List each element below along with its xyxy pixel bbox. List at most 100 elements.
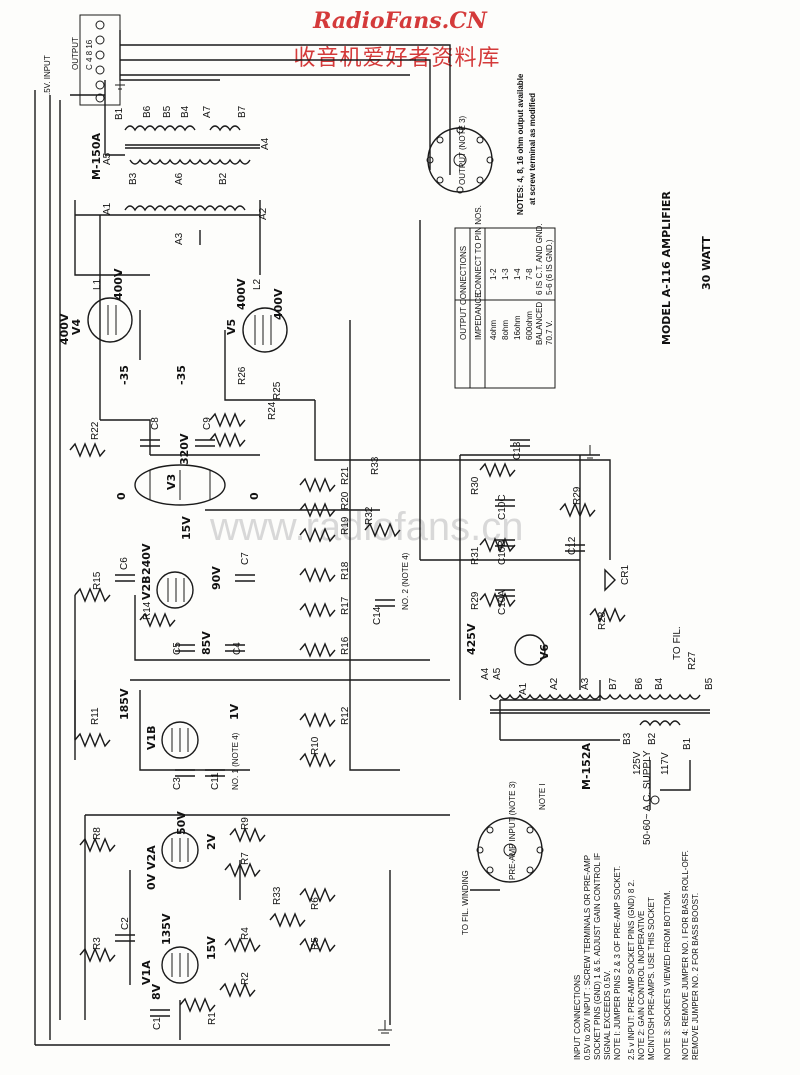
tube-v2b: V2B 240V 90V 85V bbox=[140, 543, 223, 655]
table-cell: 70.7 V. bbox=[545, 320, 554, 345]
svg-text:185V: 185V bbox=[118, 688, 131, 720]
svg-text:425V: 425V bbox=[465, 623, 478, 655]
svg-text:C4: C4 bbox=[232, 642, 243, 655]
svg-text:R2: R2 bbox=[240, 972, 251, 985]
svg-text:8V: 8V bbox=[150, 983, 163, 1000]
svg-text:R4: R4 bbox=[240, 927, 251, 940]
svg-text:R20: R20 bbox=[340, 491, 351, 510]
svg-text:TO FIL.: TO FIL. bbox=[672, 626, 683, 660]
svg-text:NOTE I: JUMPER PINS 2 & 3 OF P: NOTE I: JUMPER PINS 2 & 3 OF PRE-AMP SOC… bbox=[613, 866, 622, 1060]
svg-text:R31: R31 bbox=[470, 546, 481, 565]
svg-text:C14: C14 bbox=[372, 606, 383, 625]
svg-text:R33: R33 bbox=[370, 456, 381, 475]
table-header-1: IMPEDANCE bbox=[474, 292, 483, 340]
svg-text:C11: C11 bbox=[210, 772, 221, 790]
svg-text:C3: C3 bbox=[172, 777, 183, 790]
tube-v3: V3 320V 0 0 15V bbox=[115, 433, 261, 540]
svg-text:R15: R15 bbox=[92, 571, 103, 590]
svg-text:A2: A2 bbox=[549, 677, 560, 690]
pin-a5: A5 bbox=[102, 152, 113, 165]
svg-text:R10: R10 bbox=[310, 736, 321, 755]
top-note-line2: at screw terminal as modified bbox=[528, 93, 537, 205]
svg-text:C10C: C10C bbox=[497, 494, 508, 520]
svg-text:C2: C2 bbox=[120, 917, 131, 930]
capacitors: C8 C9 C6 C7 C5 C4 C3 C11 C2 C1 C14 C13 C… bbox=[115, 417, 585, 1030]
site-title: RadioFans.CN bbox=[313, 8, 487, 34]
svg-text:V3: V3 bbox=[165, 474, 178, 490]
svg-text:R29: R29 bbox=[470, 591, 481, 610]
table-cell: 1-4 bbox=[513, 268, 522, 280]
preamp-socket-label: PRE-AMP INPUT (NOTE 3) bbox=[508, 781, 517, 880]
svg-text:C5: C5 bbox=[172, 642, 183, 655]
svg-text:V6: V6 bbox=[538, 643, 551, 660]
tube-v6: V6 425V bbox=[465, 623, 551, 666]
svg-text:125V: 125V bbox=[632, 751, 643, 775]
terminal-label-output: OUTPUT bbox=[71, 37, 80, 70]
svg-text:C8: C8 bbox=[150, 417, 161, 430]
output-transformer-label: M-150A bbox=[90, 133, 103, 180]
pin-a6: A6 bbox=[174, 172, 185, 185]
svg-text:C12: C12 bbox=[567, 536, 578, 555]
jumper-no1: NO. 1 (NOTE 4) bbox=[231, 732, 240, 790]
pin-a3: A3 bbox=[174, 232, 185, 245]
svg-text:15V: 15V bbox=[205, 936, 218, 960]
svg-text:0V: 0V bbox=[145, 873, 158, 890]
svg-text:INPUT CONNECTIONS: INPUT CONNECTIONS bbox=[573, 975, 582, 1060]
svg-text:50V: 50V bbox=[175, 811, 188, 835]
svg-text:V5: V5 bbox=[225, 319, 238, 335]
svg-text:MCINTOSH PRE-AMPS. USE THIS S: MCINTOSH PRE-AMPS. USE THIS SOCKET bbox=[647, 897, 656, 1060]
output-terminal-block: .5V. INPUT OUTPUT C 4 8 16 bbox=[43, 14, 125, 106]
svg-text:R32: R32 bbox=[364, 506, 375, 525]
svg-text:50-60~ A.C. SUPPLY: 50-60~ A.C. SUPPLY bbox=[642, 750, 653, 845]
table-cell: 16ohm bbox=[513, 315, 522, 340]
svg-text:R33: R33 bbox=[272, 886, 283, 905]
svg-text:-35: -35 bbox=[118, 365, 131, 385]
svg-text:R5: R5 bbox=[310, 937, 321, 950]
svg-text:90V: 90V bbox=[210, 566, 223, 590]
svg-text:R17: R17 bbox=[340, 596, 351, 615]
svg-text:R7: R7 bbox=[240, 852, 251, 865]
pin-a4: A4 bbox=[260, 137, 271, 150]
table-cell: 4ohm bbox=[489, 320, 498, 340]
table-cell: 5-6 (6 IS GND.) bbox=[545, 239, 554, 295]
svg-text:2.5 v INPUT: PRE-AMP SOCKET PI: 2.5 v INPUT: PRE-AMP SOCKET PINS (GND) 8… bbox=[627, 880, 636, 1060]
output-socket: OUTPUT (NOTE 3) bbox=[426, 115, 494, 194]
output-connections-table: OUTPUT CONNECTIONS IMPEDANCE CONNECT TO … bbox=[454, 205, 556, 389]
output-socket-label: OUTPUT (NOTE 3) bbox=[458, 115, 467, 185]
table-cell: 6 IS C.T. AND GND. bbox=[535, 223, 544, 295]
terminal-label-input: .5V. INPUT bbox=[43, 55, 52, 95]
ground-symbols bbox=[378, 445, 595, 1034]
tube-v4: V4 400V 400V -35 L1 bbox=[58, 268, 133, 385]
svg-text:V2A: V2A bbox=[145, 845, 158, 870]
svg-text:320V: 320V bbox=[178, 433, 191, 465]
svg-text:V1B: V1B bbox=[145, 725, 158, 750]
svg-text:SIGNAL EXCEEDS 0.5V.: SIGNAL EXCEEDS 0.5V. bbox=[603, 970, 612, 1060]
tube-v1a: V1A 135V 15V 8V bbox=[140, 913, 218, 1000]
pin-b4: B4 bbox=[180, 105, 191, 118]
svg-text:0.5V to 20V INPUT : SCREW TE: 0.5V to 20V INPUT : SCREW TERMINALS OR P… bbox=[583, 855, 592, 1060]
svg-text:B6: B6 bbox=[634, 677, 645, 690]
resistors: R22 R26 R24 R25 R21 R20 R19 R18 R17 R16 … bbox=[69, 366, 698, 1025]
svg-text:400V: 400V bbox=[58, 313, 71, 345]
svg-text:V2B: V2B bbox=[140, 575, 153, 600]
power-transformer-label: M-152A bbox=[580, 743, 593, 790]
watermark: www.radiofans.cn bbox=[209, 505, 523, 549]
svg-text:135V: 135V bbox=[160, 913, 173, 945]
svg-text:400V: 400V bbox=[235, 278, 248, 310]
svg-text:R14: R14 bbox=[142, 601, 153, 620]
svg-text:0: 0 bbox=[248, 492, 261, 500]
table-cell: 8ohm bbox=[501, 320, 510, 340]
svg-text:B3: B3 bbox=[622, 732, 633, 745]
svg-text:A3: A3 bbox=[580, 677, 591, 690]
preamp-note1: NOTE I bbox=[538, 783, 547, 810]
svg-text:-35: -35 bbox=[175, 365, 188, 385]
svg-text:R8: R8 bbox=[92, 827, 103, 840]
svg-text:R11: R11 bbox=[90, 707, 101, 725]
svg-text:L2: L2 bbox=[252, 278, 263, 290]
svg-text:240V: 240V bbox=[140, 543, 153, 575]
svg-text:C7: C7 bbox=[240, 552, 251, 565]
pin-b2: B2 bbox=[218, 172, 229, 185]
svg-text:V1A: V1A bbox=[140, 960, 153, 985]
